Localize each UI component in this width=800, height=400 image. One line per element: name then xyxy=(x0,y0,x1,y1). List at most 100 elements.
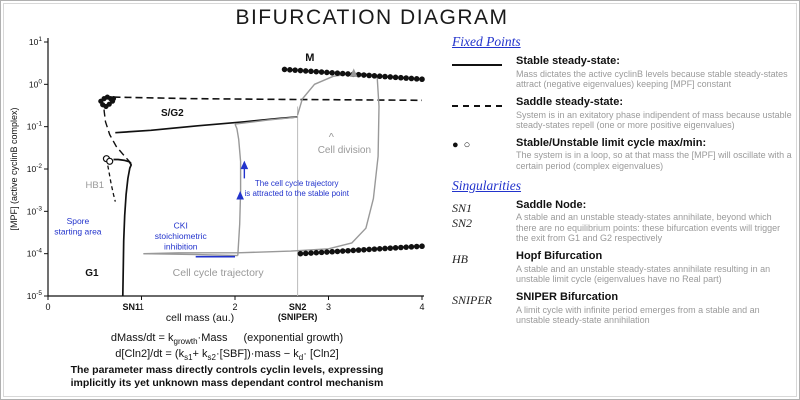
stable-limit-cycle-max-dot xyxy=(345,71,351,77)
fixed-points-heading: Fixed Points xyxy=(452,34,521,49)
x-tick-label: 4 xyxy=(419,302,424,312)
stable-limit-cycle-min-dot xyxy=(329,248,335,255)
solid-line-symbol xyxy=(452,64,502,66)
eq1-pre: dMass/dt = k xyxy=(110,332,174,344)
stable-limit-cycle-max-dot xyxy=(403,75,409,81)
stable-limit-cycle-min-dot xyxy=(297,250,304,257)
legend-item-saddle: Saddle steady-state: System is in an exi… xyxy=(452,96,792,131)
label-m: M xyxy=(305,52,314,64)
limit-cycle-desc: The system is in a loop, so at that mass… xyxy=(516,150,792,171)
y-tick-label: 10-5 xyxy=(27,290,43,301)
sniper-title: SNIPER Bifurcation xyxy=(516,290,619,303)
x-axis-label: cell mass (au.) xyxy=(166,312,234,324)
saddle-node-desc: A stable and an unstable steady-states a… xyxy=(516,212,781,244)
saddle-steady-state-title: Saddle steady-state: xyxy=(516,95,623,108)
stable-limit-cycle-max-dot xyxy=(387,74,394,80)
series-trajectory-division-drop xyxy=(143,75,380,255)
series-trajectory-sg2 xyxy=(234,116,298,125)
x-event-tick-SN2: SN2 xyxy=(289,302,307,312)
stable-limit-cycle-min-dot xyxy=(413,243,420,250)
series-trajectory-to-m xyxy=(296,73,352,116)
to-m-arrowhead xyxy=(349,68,358,77)
hopf-desc: A stable and an unstable steady-states a… xyxy=(516,263,771,285)
eq1-sub: growth xyxy=(173,337,198,347)
stable-limit-cycle-max-dot xyxy=(408,75,415,82)
stable-limit-cycle-max-dot xyxy=(419,76,425,83)
stable-steady-state-desc: Mass dictates the active cyclinB levels … xyxy=(516,68,788,90)
stable-limit-cycle-min-dot xyxy=(398,244,404,251)
stable-limit-cycle-max-dot xyxy=(308,68,314,75)
series-g1-stable-branch xyxy=(113,158,133,297)
label-trajectory: Cell cycle trajectory xyxy=(173,267,265,279)
x-tick-label: 3 xyxy=(326,302,331,312)
legend-item-stable: Stable steady-state: Mass dictates the a… xyxy=(452,55,792,90)
stable-limit-cycle-min-dot xyxy=(345,247,351,254)
legend-item-limit-cycle: ●○ Stable/Unstable limit cycle max/min: … xyxy=(452,137,792,172)
page-title: BIFURCATION DIAGRAM xyxy=(235,6,509,29)
stable-limit-cycle-max-dot xyxy=(371,73,378,79)
y-tick-label: 101 xyxy=(29,36,42,47)
stable-limit-cycle-min-dot xyxy=(387,245,394,251)
sn2-abbr: SN2 xyxy=(452,215,473,230)
stable-limit-cycle-min-dot xyxy=(308,250,314,256)
dashed-line-symbol xyxy=(452,104,502,107)
filled-circle-icon: ● xyxy=(452,138,464,151)
y-tick-label: 10-3 xyxy=(27,205,43,216)
open-circle-icon: ○ xyxy=(463,138,476,151)
saddle-node-title: Saddle Node: xyxy=(516,198,587,211)
x-tick-label: 2 xyxy=(232,302,237,312)
attract-arrow xyxy=(240,160,249,170)
eq2-sub3: d xyxy=(298,353,304,363)
stable-limit-cycle-min-dot xyxy=(392,245,399,251)
stable-steady-state-title: Stable steady-state: xyxy=(516,55,620,67)
stable-limit-cycle-min-dot xyxy=(339,248,346,254)
label-sg2: S/G2 xyxy=(161,108,184,119)
stable-limit-cycle-min-dot xyxy=(419,243,425,250)
sn1-abbr: SN1 xyxy=(452,200,473,215)
eq2-mid2: ·[SBF])·mass − k xyxy=(215,348,299,361)
sniper-desc: A limit cycle with infinite period emerg… xyxy=(516,304,760,326)
x-tick-label: 0 xyxy=(45,302,50,312)
rise-arrowhead xyxy=(236,191,244,200)
hb-abbr: HB xyxy=(452,252,468,267)
stable-limit-cycle-max-dot xyxy=(366,72,372,79)
saddle-steady-state-desc: System is in an exitatory phase indipend… xyxy=(516,109,792,131)
eq2-sub1: s1 xyxy=(184,353,193,363)
x-tick-label: 1 xyxy=(139,302,144,312)
stable-limit-cycle-max-dot xyxy=(313,68,320,75)
label-cell-division-caret: ^ xyxy=(329,132,335,144)
stable-limit-cycle-min-dot xyxy=(403,244,409,250)
y-axis-label: [MPF] (active cyclinB complex) xyxy=(9,107,19,230)
stable-limit-cycle-max-dot xyxy=(302,68,309,74)
stable-limit-cycle-max-dot xyxy=(339,70,346,77)
hopf-points-marker xyxy=(106,157,114,165)
series-trajectory-rise xyxy=(234,123,242,256)
eq2-sub2: s2 xyxy=(207,353,216,363)
legend-item-hopf: HB Hopf Bifurcation A stable and an unst… xyxy=(452,250,792,285)
series-trajectory-bottom xyxy=(143,253,238,257)
stable-limit-cycle-max-dot xyxy=(292,67,298,73)
stable-limit-cycle-min-dot xyxy=(376,246,383,252)
hopf-title: Hopf Bifurcation xyxy=(516,250,603,263)
stable-limit-cycle-min-dot xyxy=(408,244,415,250)
eq2-pre: d[Cln2]/dt = (k xyxy=(115,348,185,361)
eq1-note: (exponential growth) xyxy=(243,332,344,344)
stable-limit-cycle-max-dot xyxy=(382,73,388,80)
stable-limit-cycle-max-dot xyxy=(329,70,335,76)
stable-limit-cycle-min-dot xyxy=(361,246,367,253)
eq2-mid1: + k xyxy=(192,348,208,361)
label-cell-division: Cell division xyxy=(318,145,371,156)
singularities-heading: Singularities xyxy=(452,177,522,193)
stable-limit-cycle-max-dot xyxy=(392,74,399,81)
series-upper-saddle-line xyxy=(113,96,423,102)
stable-limit-cycle-min-dot xyxy=(366,246,372,253)
y-tick-label: 10-1 xyxy=(27,121,43,132)
stable-limit-cycle-min-dot xyxy=(324,249,330,255)
stable-limit-cycle-max-dot xyxy=(324,69,330,76)
equation-mass-growth: dMass/dt = kgrowth·Mass(exponential grow… xyxy=(6,331,448,347)
stable-limit-cycle-max-dot xyxy=(334,70,341,76)
